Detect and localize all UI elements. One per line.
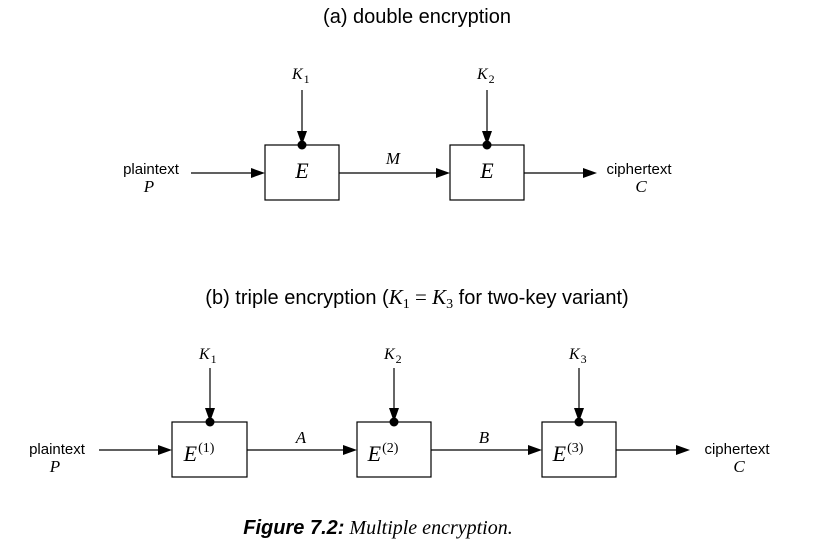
- panel-b-output-label: ciphertext: [704, 441, 770, 458]
- panel-a-key-1-dot: [297, 140, 307, 150]
- panel-a-key-2-label: K2: [476, 66, 495, 86]
- panel-a-key-2-dot: [482, 140, 492, 150]
- panel-b-title: (b) triple encryption (K1 = K3 for two-k…: [205, 285, 628, 312]
- panel-b-key-1-letter: K: [198, 346, 211, 363]
- panel-b-title-k1: K: [388, 285, 404, 309]
- panel-a-input-arrowhead: [251, 168, 265, 178]
- panel-b-encrypt-box-3: [541, 421, 617, 478]
- panel-b-box-1-sup: (1): [198, 441, 215, 456]
- figure-caption-label: Figure 7.2:: [243, 517, 344, 539]
- panel-b-title-k3: K: [431, 285, 447, 309]
- figure-caption: Figure 7.2:Multiple encryption.: [243, 517, 512, 539]
- panel-b-key-3-label: K3: [568, 346, 587, 366]
- panel-a-output-arrowhead: [583, 168, 597, 178]
- panel-a-encrypt-box-2: [449, 144, 525, 201]
- panel-a-intermediate-label: M: [385, 149, 401, 168]
- panel-b-box-1-label: E(1): [183, 441, 215, 466]
- panel-b-box-1-letter: E: [183, 441, 198, 466]
- panel-a-key-2-arrowhead: [482, 131, 492, 145]
- panel-b-key-1-label: K1: [198, 346, 217, 366]
- panel-b-output-symbol: C: [733, 457, 745, 476]
- panel-b-box-3-label: E(3): [552, 441, 584, 466]
- panel-b-box-3-letter: E: [552, 441, 567, 466]
- panel-b-key-2-arrowhead: [389, 408, 399, 422]
- panel-b-encrypt-box-2: [356, 421, 432, 478]
- panel-b-title-suffix: for two-key variant): [453, 287, 629, 309]
- panel-b-box-3-sup: (3): [567, 441, 584, 456]
- panel-a-key-1-label: K1: [291, 66, 310, 86]
- panel-b-intermediate-a-label: A: [295, 428, 307, 447]
- panel-b-intermediate-a-arrowhead: [343, 445, 357, 455]
- panel-b-title-k1-sub: 1: [403, 297, 410, 312]
- panel-a-output-label: ciphertext: [606, 161, 672, 178]
- panel-b-box-2-letter: E: [367, 441, 382, 466]
- panel-a-output-symbol: C: [635, 177, 647, 196]
- panel-b-input-label: plaintext: [29, 441, 86, 458]
- panel-a-input-symbol: P: [143, 177, 154, 196]
- panel-b-input-symbol: P: [49, 457, 60, 476]
- panel-b-output-arrowhead: [676, 445, 690, 455]
- panel-a-box-1-label: E: [294, 158, 309, 183]
- panel-a-key-1-arrowhead: [297, 131, 307, 145]
- panel-b-key-2-sub: 2: [396, 352, 402, 366]
- panel-b-key-3-dot: [574, 417, 584, 427]
- panel-b-key-3-letter: K: [568, 346, 581, 363]
- panel-b-triple-encryption: (b) triple encryption (K1 = K3 for two-k…: [29, 285, 770, 478]
- panel-b-title-prefix: (b) triple encryption (: [205, 287, 389, 309]
- panel-b-intermediate-b-label: B: [479, 428, 490, 447]
- panel-b-key-3-sub: 3: [581, 352, 587, 366]
- panel-b-intermediate-b-arrowhead: [528, 445, 542, 455]
- panel-b-box-2-label: E(2): [367, 441, 399, 466]
- panel-a-box-2-label: E: [479, 158, 494, 183]
- panel-b-key-1-arrowhead: [205, 408, 215, 422]
- panel-a-key-2-letter: K: [476, 66, 489, 83]
- panel-a-title: (a) double encryption: [323, 6, 511, 28]
- panel-b-title-eq: =: [410, 285, 432, 309]
- panel-a-input-label: plaintext: [123, 161, 180, 178]
- panel-b-key-2-label: K2: [383, 346, 402, 366]
- panel-b-input-arrowhead: [158, 445, 172, 455]
- panel-a-double-encryption: (a) double encryption plaintext P E K1 M…: [123, 6, 672, 201]
- figure-caption-text: Multiple encryption.: [348, 517, 512, 539]
- panel-a-intermediate-arrowhead: [436, 168, 450, 178]
- panel-b-title-k3-sub: 3: [446, 297, 453, 312]
- panel-b-key-2-letter: K: [383, 346, 396, 363]
- panel-a-key-2-sub: 2: [489, 72, 495, 86]
- panel-a-key-1-sub: 1: [304, 72, 310, 86]
- panel-b-key-1-dot: [205, 417, 215, 427]
- panel-a-key-1-letter: K: [291, 66, 304, 83]
- panel-b-key-1-sub: 1: [211, 352, 217, 366]
- panel-b-box-2-sup: (2): [382, 441, 399, 456]
- panel-b-key-3-arrowhead: [574, 408, 584, 422]
- panel-b-key-2-dot: [389, 417, 399, 427]
